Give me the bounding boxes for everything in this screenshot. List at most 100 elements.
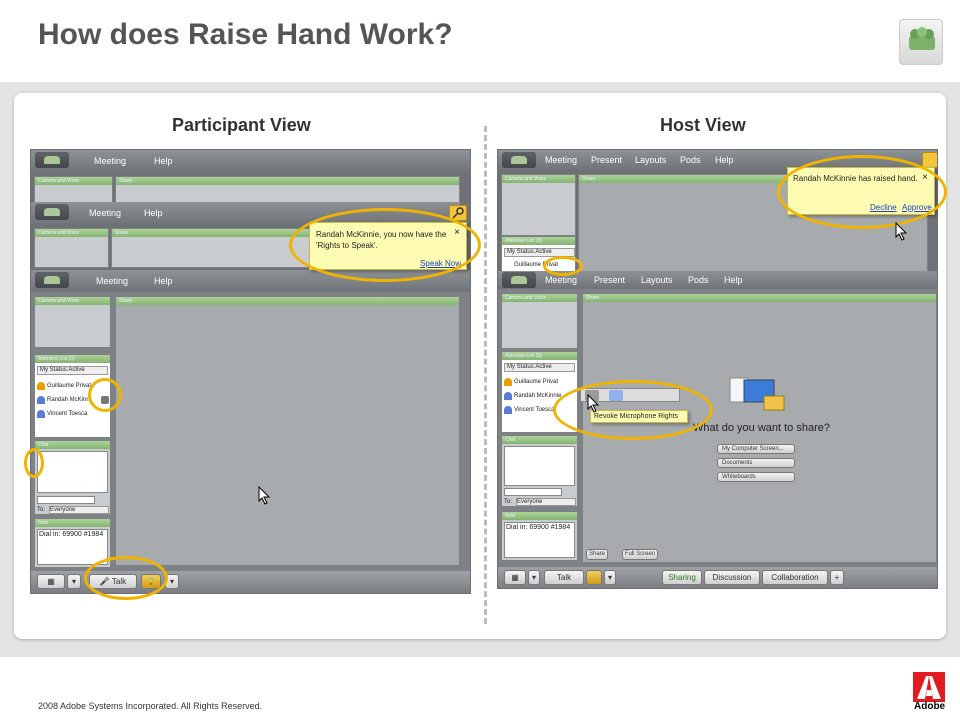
status-dropdown[interactable]: My Status:Active: [504, 363, 575, 372]
menu-layouts[interactable]: Layouts: [641, 275, 673, 285]
menu-meeting[interactable]: Meeting: [545, 155, 578, 165]
full-screen-button[interactable]: Full Screen: [622, 549, 658, 560]
pod-header: Share: [116, 177, 459, 185]
pod-header: Note: [502, 512, 577, 520]
menu-help[interactable]: Help: [154, 156, 173, 166]
menu-pods[interactable]: Pods: [688, 275, 709, 285]
lock-icon[interactable]: [586, 570, 602, 585]
camera-pod: Camera and Voice: [501, 174, 576, 236]
host-user-icon: [37, 382, 45, 390]
menu-help[interactable]: Help: [144, 208, 163, 218]
highlight-oval: [289, 208, 481, 282]
note-body: [504, 522, 575, 558]
pod-header: Share: [112, 229, 310, 237]
adobe-logo-icon: Adobe: [913, 672, 945, 712]
chat-to-label: To:: [504, 499, 513, 505]
chevron-down-icon[interactable]: ▾: [67, 574, 81, 589]
camera-pod: Camera and Voice: [501, 293, 578, 349]
attendee-item[interactable]: Guillaume Privat: [47, 383, 92, 389]
tab-sharing[interactable]: Sharing: [662, 570, 702, 585]
note-text: Dial in: 69900 #1984: [506, 524, 571, 531]
menu-help[interactable]: Help: [715, 155, 734, 165]
view-divider: [484, 126, 487, 624]
attendee-item[interactable]: Guillaume Privat: [514, 379, 559, 385]
attendee-item[interactable]: Vincent Toesca: [514, 407, 555, 413]
note-body: [37, 529, 108, 565]
highlight-oval: [24, 448, 44, 478]
slide-title: How does Raise Hand Work?: [38, 18, 453, 51]
mouse-cursor-icon: [895, 222, 908, 241]
camera-pod: Camera and Voice: [34, 296, 111, 348]
highlight-oval: [553, 380, 713, 440]
host-user-icon: [504, 378, 512, 386]
note-text: Dial in: 69900 #1984: [39, 531, 104, 538]
share-screen-option[interactable]: My Computer Screen...: [717, 444, 795, 454]
status-dropdown[interactable]: My Status:Active: [504, 248, 575, 257]
attendee-item[interactable]: Guillaume Privat: [514, 262, 559, 268]
pod-header: Share: [583, 294, 936, 302]
highlight-oval: [84, 556, 168, 600]
attendee-item[interactable]: Randah McKinnie: [514, 393, 562, 399]
pod-header: Attendee List (3): [502, 352, 577, 360]
menu-present[interactable]: Present: [591, 155, 623, 165]
share-documents-option[interactable]: Documents: [717, 458, 795, 468]
attendee-item[interactable]: Vincent Toesca: [47, 411, 88, 417]
camera-pod: Camera and Voice: [34, 176, 113, 204]
share-pod: Share: [111, 228, 311, 268]
add-tab-button[interactable]: +: [830, 570, 844, 585]
menu-meeting[interactable]: Meeting: [94, 156, 127, 166]
user-icon: [504, 392, 512, 400]
chat-pod: Chat To: Everyone: [34, 440, 111, 515]
note-pod: Note Dial in: 69900 #1984: [34, 518, 111, 568]
pod-header: Camera and Voice: [35, 229, 108, 237]
pod-header: Attendee List (3): [502, 237, 575, 245]
pod-header: Camera and Voice: [35, 177, 112, 185]
status-dropdown[interactable]: My Status:Active: [37, 366, 108, 375]
connect-menu-icon[interactable]: [502, 152, 536, 168]
connect-menu-icon[interactable]: [35, 272, 69, 288]
share-whiteboards-option[interactable]: Whiteboards: [717, 472, 795, 482]
participant-layer-3: Meeting Help Camera and Voice Share Atte…: [31, 270, 470, 593]
connect-menu-icon[interactable]: [35, 152, 69, 168]
host-layer-2: Meeting Present Layouts Pods Help Camera…: [498, 271, 937, 588]
bottom-menu-icon[interactable]: ▦: [37, 574, 65, 589]
menu-help[interactable]: Help: [724, 275, 743, 285]
chat-pod: Chat To: Everyone: [501, 435, 578, 507]
menu-meeting[interactable]: Meeting: [545, 275, 578, 285]
menu-meeting[interactable]: Meeting: [96, 276, 129, 286]
menu-meeting[interactable]: Meeting: [89, 208, 122, 218]
tab-discussion[interactable]: Discussion: [704, 570, 760, 585]
talk-button[interactable]: Talk: [544, 570, 584, 585]
chat-to-dropdown[interactable]: Everyone: [49, 506, 109, 514]
chat-input[interactable]: [504, 488, 562, 496]
menu-bar-2: Meeting Present Layouts Pods Help: [498, 271, 937, 289]
highlight-oval: [777, 155, 947, 229]
raise-hand-key-icon[interactable]: [922, 152, 937, 168]
pod-header: Chat: [502, 436, 577, 444]
highlight-oval: [543, 256, 583, 276]
chevron-down-icon[interactable]: ▾: [528, 570, 540, 585]
user-icon: [37, 410, 45, 418]
chat-input[interactable]: [37, 496, 95, 504]
mouse-cursor-icon: [587, 394, 600, 413]
menu-pods[interactable]: Pods: [680, 155, 701, 165]
chat-to-dropdown[interactable]: Everyone: [516, 498, 576, 506]
bottom-menu-icon[interactable]: ▦: [504, 570, 526, 585]
connect-logo-icon: [899, 19, 943, 65]
pod-header: Share: [579, 175, 927, 183]
connect-menu-icon[interactable]: [502, 272, 536, 288]
connect-menu-icon[interactable]: [35, 204, 69, 220]
chevron-down-icon[interactable]: ▾: [604, 570, 616, 585]
share-button[interactable]: Share: [586, 549, 608, 560]
bottom-toolbar: ▦ ▾ Talk ▾ Sharing Discussion Collaborat…: [498, 567, 937, 588]
copyright-text: 2008 Adobe Systems Incorporated. All Rig…: [38, 701, 263, 711]
user-icon: [504, 406, 512, 414]
note-pod: Note Dial in: 69900 #1984: [501, 511, 578, 561]
menu-present[interactable]: Present: [594, 275, 626, 285]
menu-layouts[interactable]: Layouts: [635, 155, 667, 165]
menu-help[interactable]: Help: [154, 276, 173, 286]
tab-collaboration[interactable]: Collaboration: [762, 570, 828, 585]
camera-pod: Camera and Voice: [34, 228, 109, 268]
share-pod: Share: [115, 176, 460, 204]
attendee-item[interactable]: Randah McKinn: [47, 397, 90, 403]
